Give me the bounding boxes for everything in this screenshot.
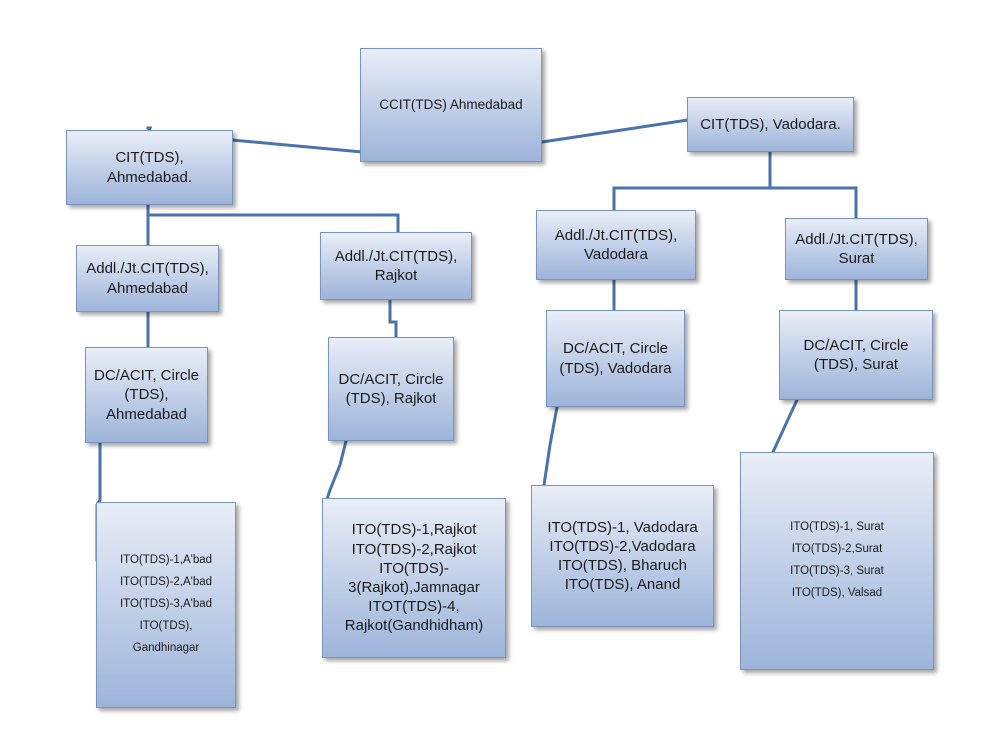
node-cit-vadodara: CIT(TDS), Vadodara. (687, 97, 854, 152)
node-label-line: DC/ACIT, Circle (562, 340, 668, 358)
connector-addl-to-dc-rajkot (388, 298, 398, 339)
node-label-line: Surat (838, 250, 875, 267)
node-label-line: CIT(TDS), Vadodara. (700, 115, 841, 133)
node-label-line: ITO(TDS)-3,A'bad (119, 598, 213, 611)
node-label-line: DC/ACIT, Circle (803, 336, 909, 354)
node-label-line: ITO(TDS)-1, Vadodara (547, 518, 698, 536)
node-label-line: Ahmedabad. (106, 168, 193, 186)
node-cit-ahmedabad: CIT(TDS),Ahmedabad. (66, 130, 233, 205)
node-label-line: ITO(TDS), Bharuch (558, 557, 687, 574)
node-label-line: ITO(TDS)-2,Rajkot (351, 540, 477, 558)
node-label-line: (TDS), (124, 386, 169, 404)
node-label-line: Addl./Jt.CIT(TDS), (554, 226, 678, 244)
node-label-line: ITO(TDS), (139, 619, 193, 632)
node-label-line: ITO(TDS)-1,A'bad (119, 554, 213, 567)
node-label-line: Rajkot (374, 267, 418, 284)
node-ccit-ahmedabad: CCIT(TDS) Ahmedabad (360, 48, 542, 162)
node-label-line: CIT(TDS), (115, 149, 184, 167)
node-addl-ahmedabad: Addl./Jt.CIT(TDS),Ahmedabad (76, 245, 219, 312)
node-label-line: CCIT(TDS) Ahmedabad (379, 97, 523, 113)
node-label-line: ITO(TDS)-1,Rajkot (351, 521, 477, 539)
node-label-line: Addl./Jt.CIT(TDS), (795, 230, 918, 248)
node-label-line: ITO(TDS)- (379, 559, 449, 577)
connector-root-to-cit-ahmedabad-b (230, 138, 364, 154)
connector-dc-to-ito-rajkot (323, 439, 348, 507)
node-label-line: DC/ACIT, Circle (338, 370, 444, 388)
node-addl-surat: Addl./Jt.CIT(TDS), Surat (785, 218, 928, 280)
node-label-line: ITO(TDS)-3, Surat (790, 565, 884, 577)
node-label-line: ITO(TDS)-1, Surat (790, 521, 884, 534)
node-label-line: (TDS), Surat (813, 356, 899, 373)
node-label-line: Addl./Jt.CIT(TDS), (86, 260, 209, 278)
node-label-line: (TDS), Rajkot (345, 390, 437, 407)
node-label-line: ITO(TDS), Valsad (791, 586, 883, 599)
node-label-line: (TDS), Vadodara (559, 359, 672, 377)
node-dc-surat: DC/ACIT, Circle (TDS), Surat (779, 310, 933, 400)
node-label-line: ITOT(TDS)-4, (368, 598, 460, 616)
node-label-line: Gandhinagar (132, 641, 200, 654)
node-label-line: Vadodara (584, 246, 648, 263)
node-dc-ahmedabad: DC/ACIT, Circle(TDS),Ahmedabad (85, 347, 208, 443)
node-dc-rajkot: DC/ACIT, Circle (TDS), Rajkot (328, 337, 454, 441)
connector-dc-to-ito-vadodara (542, 405, 559, 487)
connector-dc-to-ito-surat (771, 398, 799, 454)
node-label-line: ITO(TDS)-2,A'bad (119, 576, 213, 589)
node-label-line: Ahmedabad (107, 279, 188, 297)
node-dc-vadodara: DC/ACIT, Circle(TDS), Vadodara (546, 310, 685, 407)
node-addl-rajkot: Addl./Jt.CIT(TDS), Rajkot (320, 232, 472, 300)
node-label-line: Ahmedabad (106, 405, 187, 423)
node-label-line: ITO(TDS)-2,Surat (791, 543, 883, 556)
node-label-line: ITO(TDS), Anand (564, 576, 681, 594)
connector-root-to-cit-vadodara (540, 118, 690, 144)
node-label-line: ITO(TDS)-2,Vadodara (549, 537, 696, 555)
node-label-line: DC/ACIT, Circle (93, 367, 199, 385)
node-label-line: Rajkot(Gandhidham) (344, 617, 484, 635)
node-addl-vadodara: Addl./Jt.CIT(TDS), Vadodara (536, 210, 696, 280)
node-label-line: 3(Rajkot),Jamnagar (348, 579, 480, 596)
node-label-line: Addl./Jt.CIT(TDS), (334, 247, 458, 265)
